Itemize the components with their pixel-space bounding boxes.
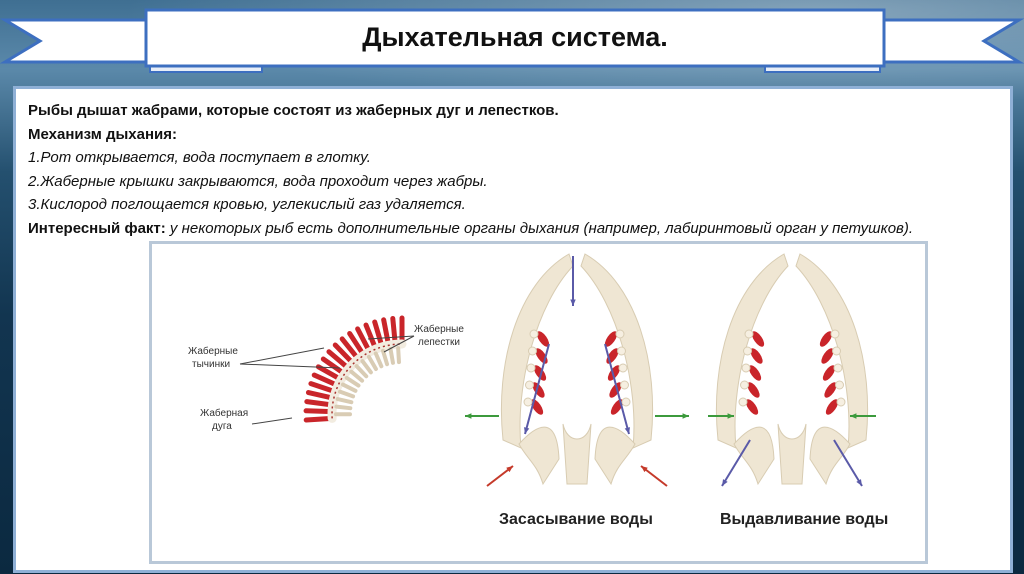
- gill-knob: [831, 330, 839, 338]
- gill-raker: [376, 353, 382, 366]
- fact-text: у некоторых рыб есть дополнительные орга…: [166, 220, 913, 237]
- gill-raker: [383, 351, 387, 364]
- gill-knob: [526, 381, 534, 389]
- slide-title: Дыхательная система.: [150, 22, 880, 53]
- inhale-diagram: [465, 254, 689, 486]
- gill-knob: [622, 398, 630, 406]
- gill-knob: [742, 364, 750, 372]
- gill-raker: [362, 361, 370, 372]
- label-filaments-2: лепестки: [418, 337, 460, 348]
- gill-knob: [833, 347, 841, 355]
- gill-knob: [834, 364, 842, 372]
- exhale-diagram: [708, 254, 876, 486]
- center-bone: [563, 424, 591, 484]
- label-arch-2: дуга: [212, 421, 232, 432]
- gill-knob: [744, 347, 752, 355]
- gill-diagram: Жаберные тычинки Жаберные лепестки Жабер…: [152, 244, 925, 561]
- content-panel: Рыбы дышат жабрами, которые состоят из ж…: [13, 86, 1013, 573]
- caption-inhale: Засасывание воды: [499, 511, 653, 528]
- fact-paragraph: Интересный факт: у некоторых рыб есть до…: [28, 217, 988, 241]
- label-rakers-1: Жаберные: [188, 345, 238, 357]
- water-in-arrow-head: [570, 300, 575, 306]
- title-banner: Дыхательная система.: [0, 0, 1024, 90]
- gill-raker: [369, 357, 376, 369]
- gill-knob: [524, 398, 532, 406]
- gill-raker: [398, 348, 399, 362]
- fact-label: Интересный факт:: [28, 220, 166, 237]
- gill-knob: [837, 398, 845, 406]
- gill-knob: [530, 330, 538, 338]
- label-arch-1: Жаберная: [200, 407, 248, 419]
- gill-raker: [343, 385, 356, 391]
- left-base-bone: [519, 427, 559, 484]
- label-filaments-1: Жаберные: [414, 323, 464, 335]
- right-base-bone: [595, 427, 635, 484]
- gill-knob: [529, 347, 537, 355]
- gill-knob: [621, 381, 629, 389]
- intro-line: Рыбы дышат жабрами, которые состоят из ж…: [28, 99, 988, 123]
- gill-knob: [739, 398, 747, 406]
- gill-raker: [391, 349, 393, 363]
- label-rakers-2: тычинки: [192, 359, 230, 370]
- gill-knob: [616, 330, 624, 338]
- step-2: 2.Жаберные крышки закрываются, вода прох…: [28, 170, 988, 194]
- expand-arrow-head: [683, 413, 689, 418]
- gill-raker: [336, 407, 350, 409]
- gill-raker: [338, 399, 352, 402]
- mechanism-heading: Механизм дыхания:: [28, 123, 988, 147]
- gill-knob: [741, 381, 749, 389]
- gill-knob: [619, 364, 627, 372]
- caption-exhale: Выдавливание воды: [720, 511, 888, 528]
- step-1: 1.Рот открывается, вода поступает в глот…: [28, 146, 988, 170]
- gill-knob: [836, 381, 844, 389]
- step-3: 3.Кислород поглощается кровью, углекислы…: [28, 193, 988, 217]
- gill-knob: [745, 330, 753, 338]
- gill-raker: [340, 392, 353, 397]
- center-bone: [778, 424, 806, 484]
- gill-knob: [527, 364, 535, 372]
- gill-figure: Жаберные тычинки Жаберные лепестки Жабер…: [149, 241, 928, 564]
- gill-knob: [618, 347, 626, 355]
- expand-arrow-head: [465, 413, 471, 418]
- gill-raker: [347, 378, 359, 386]
- text-block: Рыбы дышат жабрами, которые состоят из ж…: [28, 99, 988, 241]
